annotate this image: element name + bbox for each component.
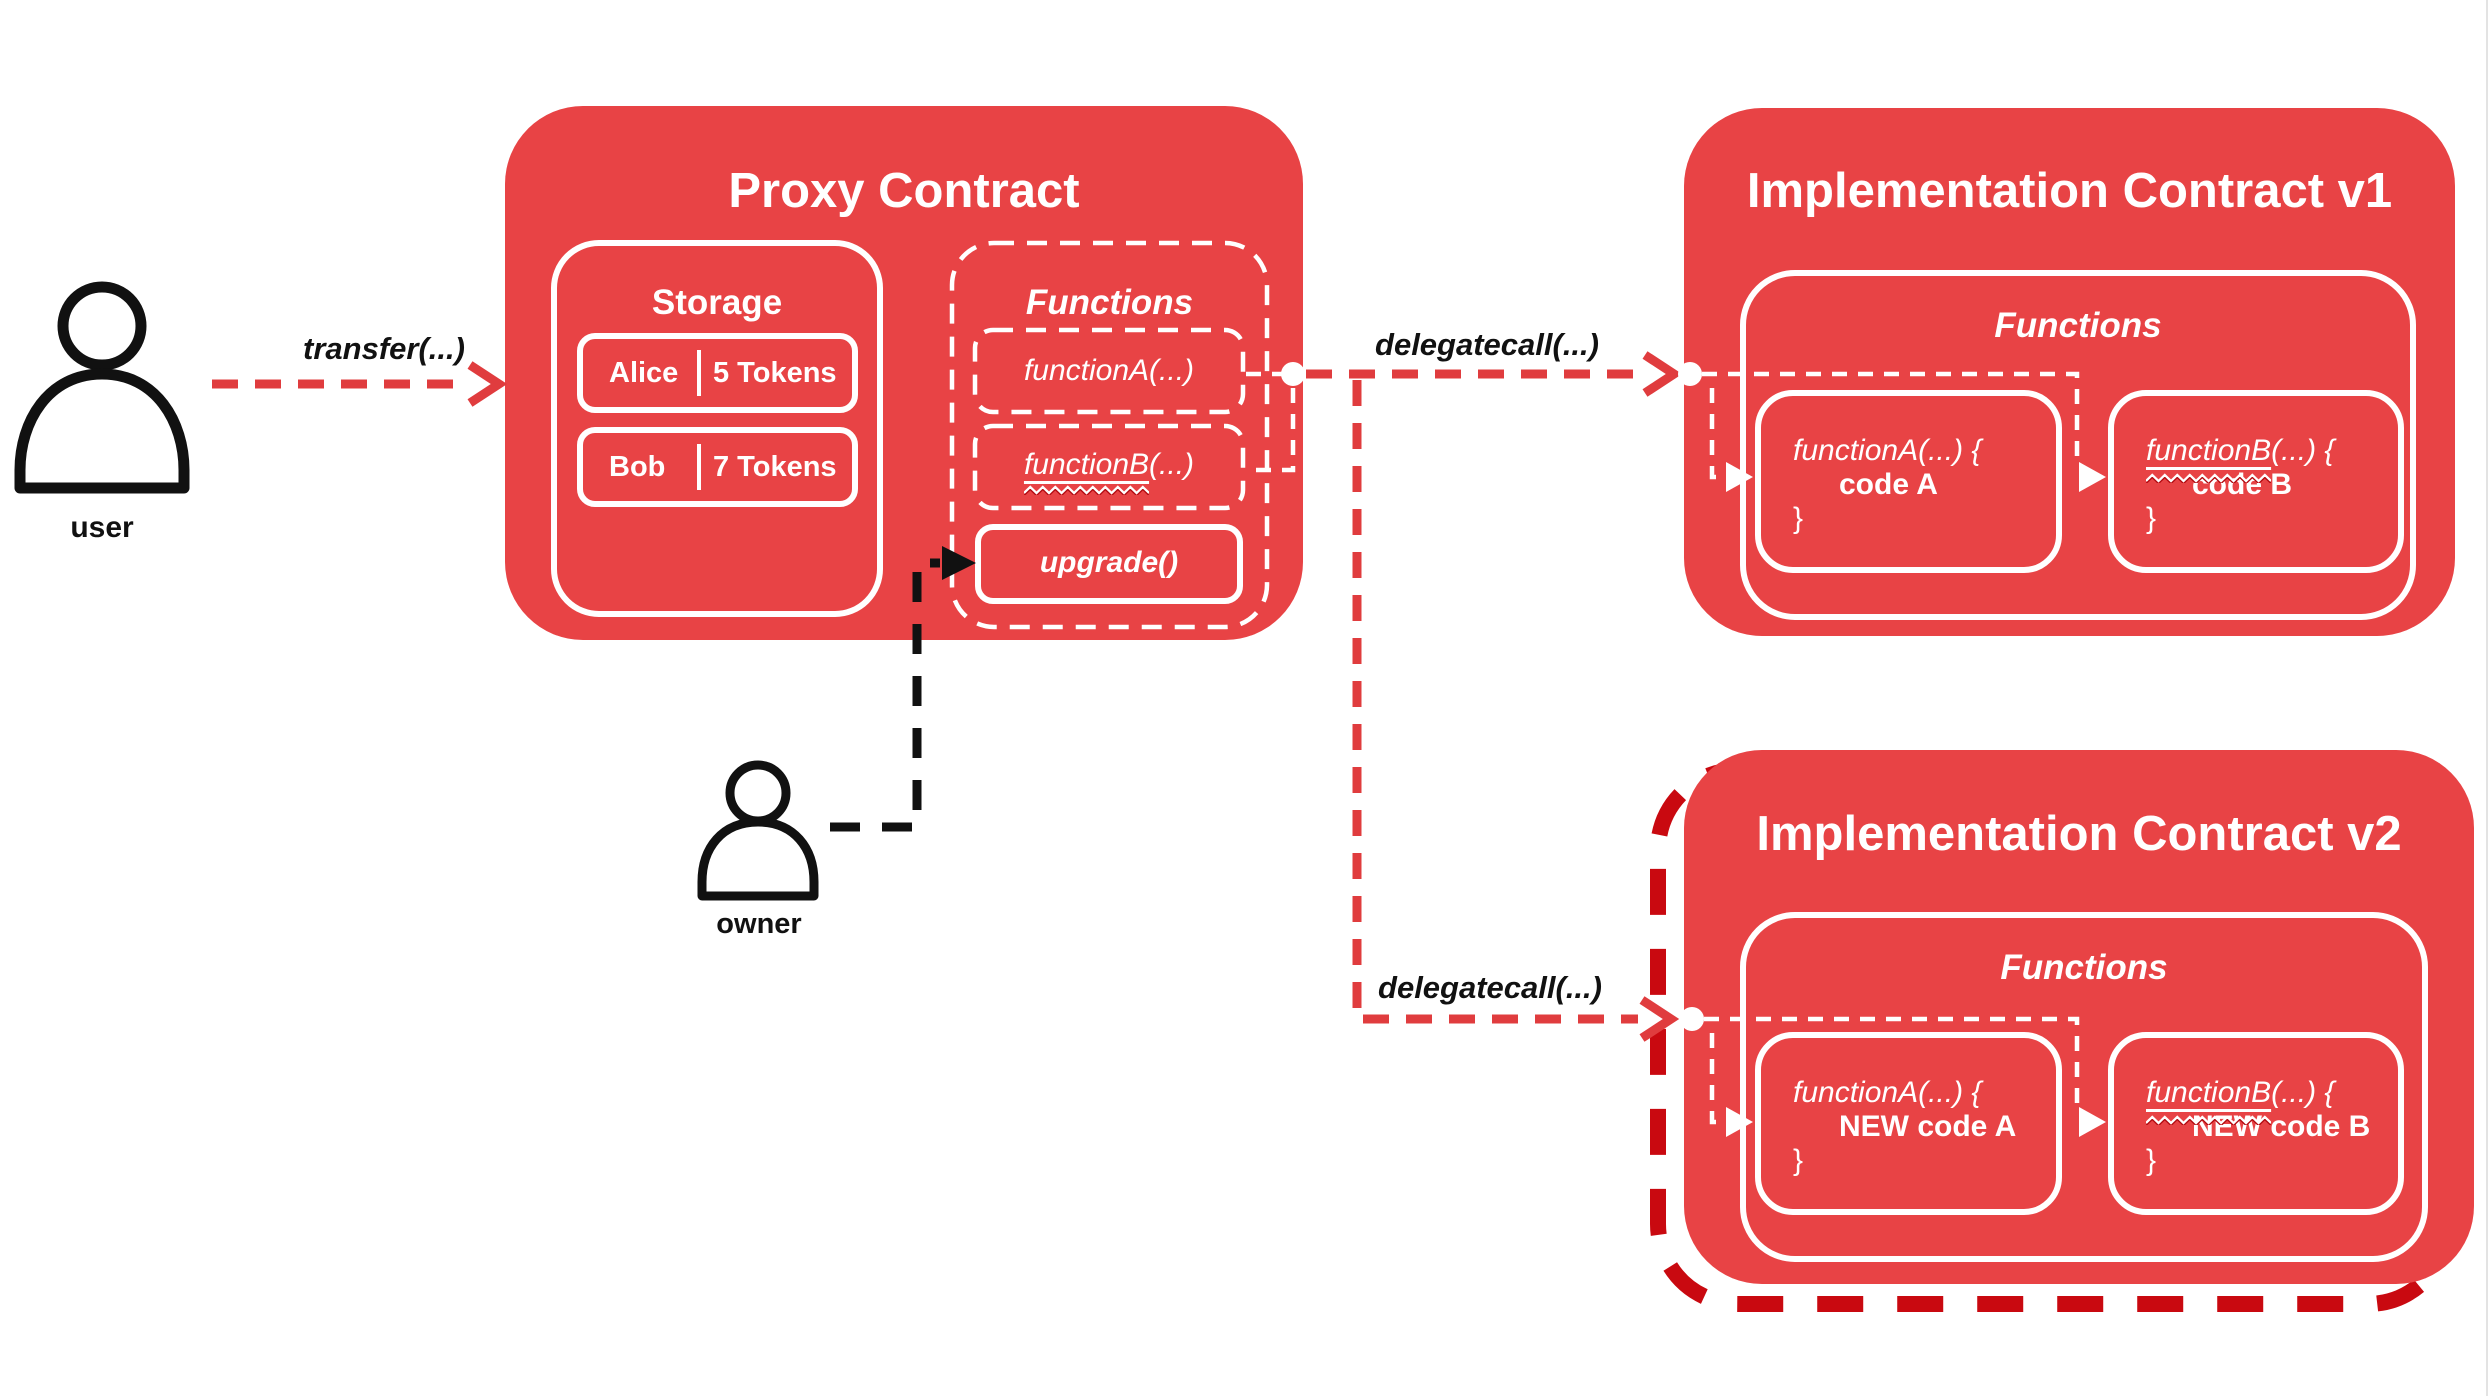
proxy-function-b-label: functionB(...) (975, 448, 1243, 495)
storage-row-bob: Bob 7 Tokens (577, 427, 858, 507)
impl-v2-function-a-close: } (1793, 1144, 1804, 1177)
storage-box (551, 240, 883, 617)
proxy-function-a-box: functionA(...) (975, 330, 1243, 412)
transfer-arrow (212, 361, 508, 407)
delegatecall-v2-arrowhead (1639, 996, 1680, 1042)
proxy-upgrade-box: upgrade() (975, 524, 1243, 604)
impl-v1-function-a-signature: functionA(...) { (1793, 434, 1982, 467)
impl-v1-function-a-body: code A (1839, 468, 1938, 501)
storage-row-name: Bob (609, 450, 666, 483)
proxy-functions-heading: Functions (1025, 283, 1194, 322)
impl-v2-function-b-underlined-name: functionB (2146, 1076, 2272, 1125)
proxy-contract-title: Proxy Contract (728, 164, 1080, 218)
storage-row-value: 5 Tokens (713, 356, 837, 389)
delegatecall-v2-label: delegatecall(...) (1378, 970, 1602, 1005)
impl-v1-function-b-close: } (2146, 502, 2157, 535)
proxy-function-b-box: functionB(...) (975, 426, 1243, 508)
delegatecall-v1-label: delegatecall(...) (1375, 327, 1599, 362)
impl-v2-function-b-close: } (2146, 1144, 2157, 1177)
impl-v2-function-b-args: (...) { (2271, 1076, 2335, 1109)
transfer-label: transfer(...) (303, 331, 465, 366)
impl-v2-function-b-signature: functionB(...) { (2146, 1076, 2370, 1125)
owner-label: owner (716, 908, 802, 940)
impl-v2-function-a-body: NEW code A (1839, 1110, 2017, 1143)
canvas-right-edge (2486, 0, 2488, 1396)
proxy-function-b-args: (...) (1149, 448, 1195, 481)
impl-v2-function-a-box: functionA(...) { NEW code A } (1755, 1032, 2062, 1215)
delegatecall-v1-arrowhead (1642, 351, 1683, 397)
impl-v1-function-b-signature: functionB(...) { (2146, 434, 2335, 483)
squiggle-underline (1023, 485, 1150, 495)
storage-row-name: Alice (609, 356, 679, 389)
delegatecall-v2-arrow (1352, 380, 1680, 1042)
impl-v1-function-b-box: functionB(...) { code B } (2108, 390, 2404, 573)
impl-v1-title: Implementation Contract v1 (1746, 164, 2393, 218)
proxy-function-b-underlined-name: functionB (1023, 450, 1150, 495)
impl-v2-function-b-box: functionB(...) { NEW code B } (2108, 1032, 2404, 1215)
impl-v1-function-a-close: } (1793, 502, 1804, 535)
impl-v2-functions-heading: Functions (2000, 948, 2168, 987)
impl-v1-function-b-args: (...) { (2271, 434, 2335, 467)
squiggle-underline (2146, 1115, 2272, 1125)
owner-icon (697, 760, 819, 901)
squiggle-underline (2146, 473, 2272, 483)
storage-row-divider (697, 350, 701, 396)
storage-row-alice: Alice 5 Tokens (577, 333, 858, 413)
storage-row-divider (697, 444, 701, 490)
proxy-upgrade-label: upgrade() (1039, 546, 1179, 579)
impl-v2-title: Implementation Contract v2 (1756, 807, 2402, 861)
proxy-function-a-label: functionA(...) (1023, 354, 1195, 387)
impl-v1-function-b-body: code B (2192, 468, 2293, 501)
storage-heading: Storage (651, 283, 783, 322)
impl-v1-function-a-box: functionA(...) { code A } (1755, 390, 2062, 573)
user-icon (14, 281, 190, 494)
storage-row-value: 7 Tokens (713, 450, 837, 483)
impl-v1-function-b-underlined-name: functionB (2146, 434, 2272, 483)
impl-v2-function-a-signature: functionA(...) { (1793, 1076, 1982, 1109)
transfer-arrowhead (467, 361, 508, 407)
user-label: user (70, 511, 134, 544)
impl-v1-functions-heading: Functions (1994, 306, 2162, 345)
